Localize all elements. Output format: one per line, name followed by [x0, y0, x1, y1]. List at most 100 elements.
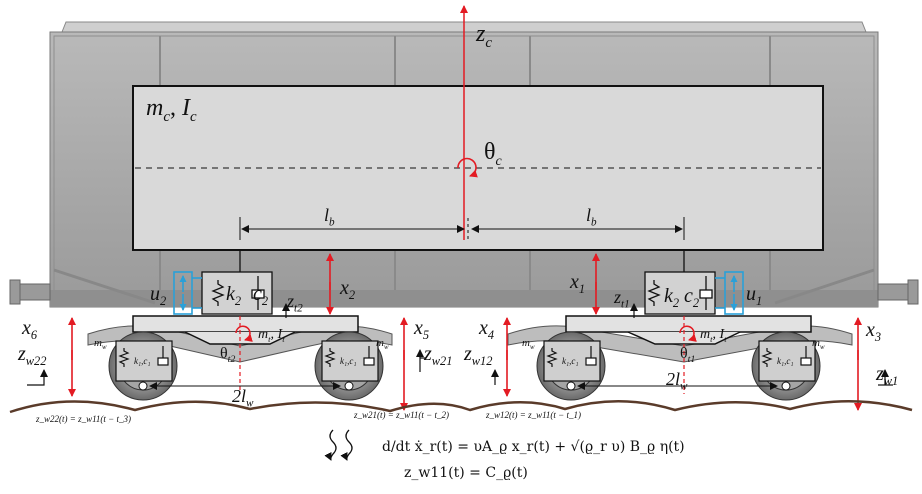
k2-right-symbol: k	[664, 285, 673, 307]
zt2-symbol: z	[287, 291, 295, 311]
u2-symbol: u	[150, 283, 160, 305]
theta-t1-rotation-icon	[679, 325, 697, 342]
car-mass-inertia-label: mc, Ic	[146, 96, 197, 125]
zw22-symbol: z	[18, 343, 26, 365]
zc-subscript: c	[485, 34, 492, 51]
output-equation: z_w11(t) = C_ϱ(t)	[404, 465, 528, 481]
mw-label-2: mw	[376, 338, 389, 352]
zt1-subscript: t1	[621, 298, 630, 311]
zt1-symbol: z	[614, 287, 622, 307]
lb-right-subscript: b	[591, 216, 597, 229]
mw-label-1: mw	[94, 338, 107, 352]
k2-left-subscript: 2	[234, 294, 242, 308]
k1c1-left-1-label: k₁,c₁	[134, 356, 151, 366]
it-right-subscript: t	[724, 333, 727, 344]
mt-it-left-label: mt, It	[258, 327, 285, 344]
ic-symbol: I	[181, 95, 190, 121]
zt2-subscript: t2	[294, 302, 303, 315]
mt-right-symbol: m	[700, 327, 711, 342]
lb-right-label: lb	[586, 206, 597, 229]
k1c1-left-2-label: k₁,c₁	[340, 356, 357, 366]
u1-symbol: u	[746, 283, 756, 305]
left-buffer	[9, 279, 51, 305]
secondary-suspension-right	[644, 250, 716, 315]
zw21-symbol: z	[424, 343, 432, 365]
lb-left-label: lb	[324, 206, 335, 229]
x1-label: x1	[570, 272, 585, 295]
c2-right-subscript: 2	[692, 296, 700, 310]
actuator-u1	[715, 271, 744, 315]
k2-left-label: k2	[226, 284, 241, 307]
zw1-symbol: z	[876, 363, 884, 385]
c2-left-subscript: 2	[261, 294, 269, 308]
zw1-label: zw1	[876, 364, 898, 387]
lb-right-symbol: l	[586, 205, 592, 225]
right-bogie	[507, 303, 853, 401]
mt-right-subscript: t	[710, 333, 713, 344]
x2-symbol: x	[340, 277, 349, 299]
theta-c-symbol: θ	[484, 139, 496, 165]
it-right-symbol: I	[719, 327, 725, 342]
mc-symbol: m	[146, 95, 164, 121]
zw22-label: zw22	[18, 344, 46, 367]
left-bogie	[87, 303, 393, 401]
zc-symbol: z	[476, 21, 486, 47]
x6-subscript: 6	[30, 328, 38, 342]
k1c1-right-2-label: k₁,c₁	[777, 356, 794, 366]
c2-left-label: c2	[253, 284, 268, 307]
k2-right-subscript: 2	[672, 296, 680, 310]
zc-label: zc	[476, 22, 492, 51]
mw-label-3: mw	[522, 338, 535, 352]
x5-symbol: x	[414, 317, 423, 339]
zw12-subscript: w12	[471, 354, 493, 368]
x5-label: x5	[414, 318, 429, 341]
x4-label: x4	[479, 318, 494, 341]
u1-label: u1	[746, 284, 762, 307]
theta-c-label: θc	[484, 140, 502, 169]
theta-t2-subscript: t2	[227, 354, 236, 366]
x2-subscript: 2	[348, 288, 356, 302]
mw-1-subscript: w	[101, 344, 107, 352]
k1c1-right-1-label: k₁,c₁	[562, 356, 579, 366]
ic-subscript: c	[189, 108, 197, 125]
mt-it-right-label: mt, It	[700, 327, 727, 344]
x4-subscript: 4	[487, 328, 495, 342]
two-lw-right-label: 2lw	[666, 370, 687, 393]
zw12-symbol: z	[464, 343, 472, 365]
theta-t2-label: θt2	[220, 346, 235, 365]
c2-left-symbol: c	[253, 283, 262, 305]
zw1-subscript: w1	[883, 374, 899, 388]
c2-right-symbol: c	[684, 285, 693, 307]
k2-right-label: k2	[664, 286, 679, 309]
x2-label: x2	[340, 278, 355, 301]
theta-t2-rotation-icon	[235, 325, 253, 342]
x3-subscript: 3	[874, 330, 882, 344]
it-left-subscript: t	[282, 333, 285, 344]
it-left-symbol: I	[277, 327, 283, 342]
x5-subscript: 5	[422, 328, 430, 342]
x3-symbol: x	[866, 319, 875, 341]
zt2-label: zt2	[287, 292, 303, 315]
c2-right-label: c2	[684, 286, 699, 309]
zw21-subscript: w21	[431, 354, 453, 368]
zw21-label: zw21	[424, 344, 452, 367]
theta-c-rotation-icon	[457, 157, 478, 178]
two-lw-right-subscript: w	[680, 380, 688, 393]
u1-subscript: 1	[756, 294, 763, 308]
x6-symbol: x	[22, 317, 31, 339]
mw-3-symbol: m	[522, 337, 530, 349]
mw-4-symbol: m	[812, 337, 820, 349]
track-eq-w12: z_w12(t) = z_w11(t − t_1)	[486, 410, 581, 420]
zw12-label: zw12	[464, 344, 492, 367]
theta-t1-label: θt1	[680, 346, 695, 365]
lb-left-symbol: l	[324, 205, 330, 225]
actuator-u2	[173, 271, 202, 315]
two-lw-left-subscript: w	[246, 397, 254, 410]
theta-t2-symbol: θ	[220, 345, 228, 362]
x3-label: x3	[866, 320, 881, 343]
zw-input-arrows	[27, 349, 893, 386]
mw-2-subscript: w	[383, 344, 389, 352]
mw-3-subscript: w	[529, 344, 535, 352]
u2-subscript: 2	[160, 294, 167, 308]
x6-label: x6	[22, 318, 37, 341]
